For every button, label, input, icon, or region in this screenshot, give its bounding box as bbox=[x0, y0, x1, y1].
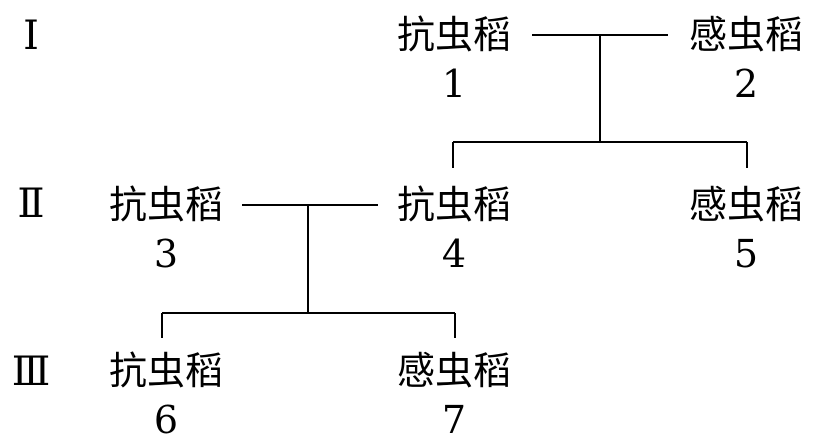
generation-label-3: Ⅲ bbox=[11, 349, 51, 395]
individual-3-number: 3 bbox=[153, 232, 179, 276]
individual-7: 感虫稻 7 bbox=[384, 350, 524, 442]
individual-1-number: 1 bbox=[441, 62, 467, 106]
individual-6-phenotype: 抗虫稻 bbox=[108, 349, 223, 393]
individual-7-phenotype: 感虫稻 bbox=[396, 349, 511, 393]
individual-2: 感虫稻 2 bbox=[676, 14, 816, 106]
individual-1: 抗虫稻 1 bbox=[384, 14, 524, 106]
individual-5-phenotype: 感虫稻 bbox=[688, 183, 803, 227]
individual-7-number: 7 bbox=[441, 398, 467, 442]
individual-5: 感虫稻 5 bbox=[676, 184, 816, 276]
individual-3-phenotype: 抗虫稻 bbox=[108, 183, 223, 227]
individual-2-phenotype: 感虫稻 bbox=[688, 13, 803, 57]
individual-4-number: 4 bbox=[441, 232, 467, 276]
individual-5-number: 5 bbox=[733, 232, 759, 276]
individual-4-phenotype: 抗虫稻 bbox=[396, 183, 511, 227]
generation-label-1: Ⅰ bbox=[23, 13, 39, 59]
individual-1-phenotype: 抗虫稻 bbox=[396, 13, 511, 57]
individual-4: 抗虫稻 4 bbox=[384, 184, 524, 276]
individual-6-number: 6 bbox=[153, 398, 179, 442]
generation-label-2: Ⅱ bbox=[17, 181, 45, 227]
individual-2-number: 2 bbox=[733, 62, 759, 106]
individual-6: 抗虫稻 6 bbox=[96, 350, 236, 442]
individual-3: 抗虫稻 3 bbox=[96, 184, 236, 276]
